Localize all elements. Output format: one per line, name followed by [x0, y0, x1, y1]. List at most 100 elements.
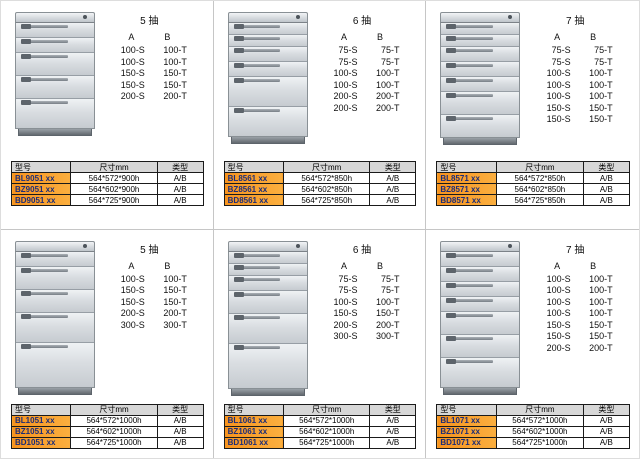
cabinet-drawers	[440, 251, 521, 388]
drawer-front	[228, 263, 307, 276]
size-cell: 564*572*1000h	[496, 414, 584, 427]
header-model: 型号	[10, 161, 72, 173]
model-cell: BL8571 xx	[436, 172, 498, 184]
cabinet-top	[440, 240, 521, 252]
spec-b-value: 100-T	[375, 68, 400, 78]
cabinet-drawers	[227, 23, 308, 137]
spec-b-value: 300-T	[163, 319, 187, 330]
size-cell: 564*572*850h	[283, 172, 371, 184]
spec-a-value: 75-S	[338, 285, 358, 295]
spec-b-value: 150-T	[163, 68, 187, 78]
spec-column-headers: A B	[95, 32, 204, 42]
drawer-handle	[21, 313, 68, 319]
drawer-handle	[233, 252, 281, 258]
drawer-count-label: 7 抽	[565, 244, 585, 256]
table-header-row: 型号 尺寸mm 类型	[436, 403, 631, 416]
cabinet-illustration	[15, 12, 95, 136]
drawer-handle	[233, 24, 281, 29]
drawer-handle	[21, 24, 68, 29]
drawer-front	[441, 77, 520, 92]
type-cell: A/B	[156, 425, 204, 438]
drawer-handle	[446, 63, 494, 68]
model-cell: BZ1051 xx	[10, 425, 72, 438]
cabinet-base	[230, 137, 305, 144]
drawer-handle	[21, 267, 68, 273]
spec-b-value: 100-T	[589, 296, 613, 307]
type-cell: A/B	[582, 183, 631, 195]
spec-a-value: 150-S	[120, 296, 145, 307]
drawer-handle	[233, 36, 281, 41]
model-cell: BD8571 xx	[436, 194, 498, 206]
model-cell: BD1051 xx	[10, 436, 72, 449]
spec-b-value: 100-T	[375, 296, 400, 307]
type-cell: A/B	[369, 172, 417, 184]
cabinet-top	[15, 12, 95, 23]
spec-a-value: 100-S	[546, 308, 571, 318]
type-cell: A/B	[582, 172, 631, 184]
drawer-handle	[446, 48, 494, 53]
drawer-handle	[21, 290, 68, 296]
drawer-handle	[233, 344, 281, 350]
drawer-front	[16, 23, 94, 38]
size-cell: 564*602*1000h	[496, 425, 584, 438]
model-cell: BD8561 xx	[223, 194, 285, 206]
spec-b-value: 150-T	[163, 296, 187, 307]
type-cell: A/B	[582, 425, 631, 438]
type-cell: A/B	[369, 414, 417, 427]
spec-a-value: 100-S	[120, 45, 145, 55]
drawer-front	[16, 76, 94, 99]
spec-b-value: 75-T	[380, 285, 400, 295]
cabinet-illustration	[440, 240, 521, 395]
drawer-handle	[21, 77, 68, 82]
drawer-handle	[446, 267, 494, 273]
drawer-front	[441, 311, 520, 335]
spec-b-value: 200-T	[163, 91, 187, 101]
type-cell: A/B	[369, 194, 417, 206]
drawer-front	[228, 251, 307, 264]
header-type: 类型	[369, 403, 417, 416]
cabinet-base	[18, 387, 92, 395]
cabinet-drawers	[15, 23, 95, 129]
spec-b-value: 75-T	[380, 273, 400, 284]
table-header-row: 型号 尺寸mm 类型	[223, 161, 417, 173]
spec-a-value: 150-S	[546, 331, 571, 341]
spec-b-value: 100-T	[589, 79, 613, 90]
drawer-front	[441, 115, 520, 137]
drawer-handle	[446, 312, 494, 318]
spec-a-value: 150-S	[120, 79, 145, 90]
spec-a-value: 200-S	[120, 91, 145, 101]
spec-column-headers: A B	[308, 32, 417, 42]
spec-column-headers: A B	[95, 261, 204, 271]
drawer-handle	[233, 314, 281, 320]
table-header-row: 型号 尺寸mm 类型	[10, 403, 204, 416]
type-cell: A/B	[582, 414, 631, 427]
spec-b-value: 100-T	[589, 308, 613, 318]
